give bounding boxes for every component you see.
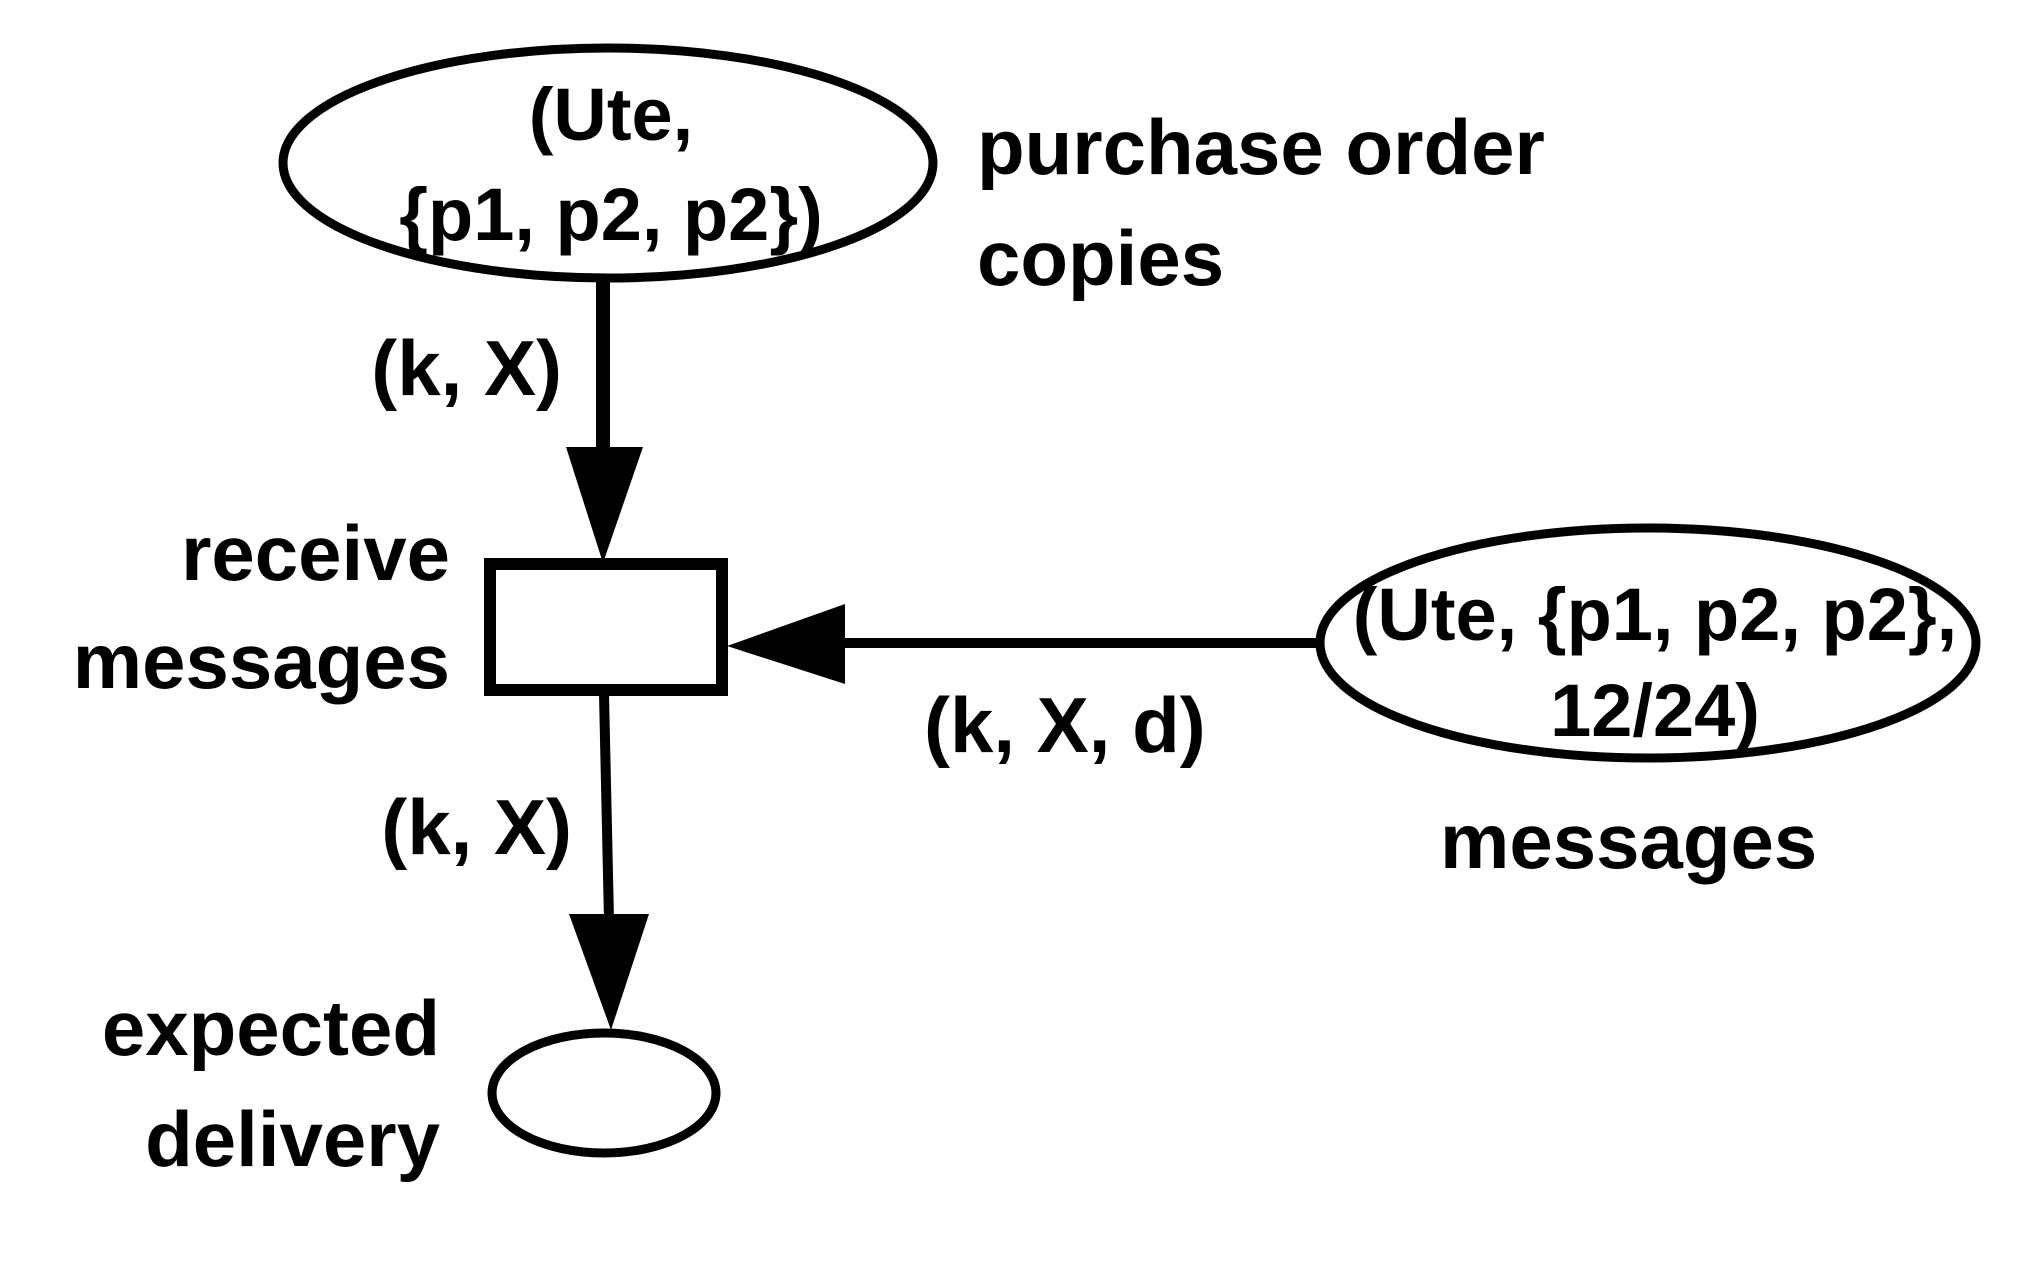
token-purchase-line1: (Ute, <box>529 73 693 156</box>
place-purchase-order-copies <box>278 43 938 283</box>
arc-receive-to-delivery-arrowhead <box>569 914 649 1030</box>
inscription-purchase-to-receive: (k, X) <box>371 324 562 412</box>
token-messages-line1: (Ute, {p1, p2, p2}, <box>1353 573 1957 656</box>
place-messages <box>1315 523 1981 763</box>
token-purchase-line2: {p1, p2, p2}) <box>399 173 823 256</box>
label-receive-messages-line2: messages <box>73 617 450 705</box>
label-expected-delivery-line2: delivery <box>145 1095 440 1183</box>
arc-purchase-to-receive <box>566 282 643 563</box>
label-expected-delivery-line1: expected <box>102 984 440 1072</box>
arc-receive-to-delivery <box>569 693 649 1030</box>
label-purchase-order-copies-line2: copies <box>977 214 1224 302</box>
arc-purchase-to-receive-arrowhead <box>566 447 643 563</box>
label-purchase-order-copies-line1: purchase order <box>977 103 1545 191</box>
inscription-receive-to-delivery: (k, X) <box>381 783 572 871</box>
token-messages-line2: 12/24) <box>1550 669 1760 752</box>
arc-messages-to-receive <box>727 604 1330 684</box>
label-messages: messages <box>1440 797 1817 885</box>
inscription-messages-to-receive: (k, X, d) <box>924 681 1206 769</box>
label-receive-messages-line1: receive <box>181 509 450 597</box>
arc-messages-to-receive-arrowhead <box>727 604 845 684</box>
place-expected-delivery <box>487 1028 721 1158</box>
transition-receive-messages <box>484 558 728 696</box>
